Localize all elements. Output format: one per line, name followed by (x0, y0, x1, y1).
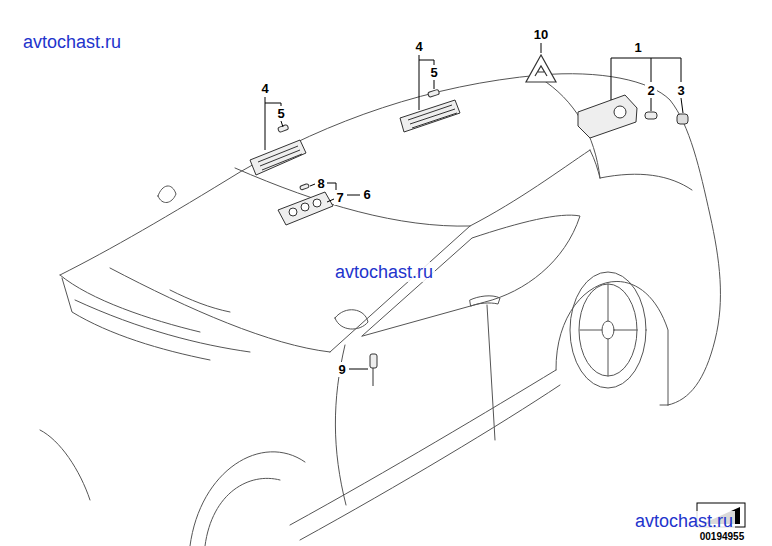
callout-number: 7 (334, 190, 345, 205)
callout-number: 5 (428, 65, 439, 80)
callout-number: 4 (259, 81, 270, 96)
diagram-id: 00194955 (698, 531, 747, 543)
watermark: avtochast.ru (21, 32, 123, 52)
callout-number: 9 (336, 362, 347, 377)
callout-number: 2 (645, 83, 656, 98)
callout-number: 1 (632, 40, 643, 55)
watermark: avtochast.ru (633, 511, 735, 531)
callout-number: 6 (361, 187, 372, 202)
callout-number: 4 (413, 39, 424, 54)
watermark: avtochast.ru (333, 262, 435, 282)
callout-number: 5 (275, 106, 286, 121)
callout-number: 3 (675, 83, 686, 98)
callout-number: 10 (532, 27, 550, 42)
callout-number: 8 (315, 176, 326, 191)
